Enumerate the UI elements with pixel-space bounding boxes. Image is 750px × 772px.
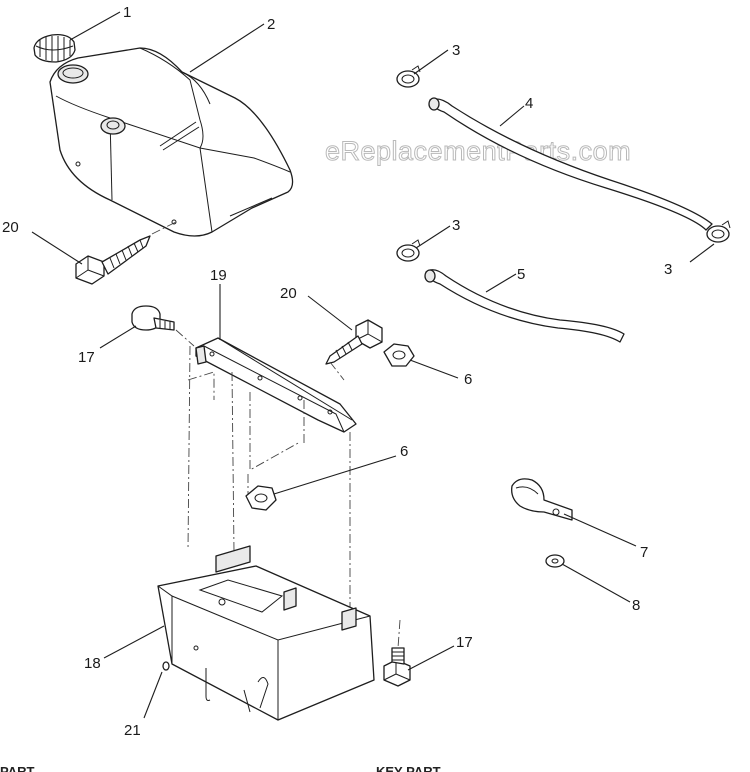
callout-labels: 1 2 3 4 20 3 3 5 19 20 17 6 6 7 8 17 18 … [2,4,672,739]
shoulder-bolt-upper [131,305,175,331]
leader-lines [31,11,715,719]
callout-17-upper: 17 [78,349,95,366]
hose-clamp-middle [396,239,421,262]
callout-20-middle: 20 [280,285,297,302]
footer-part-label: PART [0,764,34,772]
callout-2: 2 [267,16,275,33]
fuel-hose-short [424,269,625,343]
callout-21: 21 [124,722,141,739]
callout-6-upper: 6 [464,371,472,388]
flat-washer [545,554,565,568]
fuel-tank [49,47,294,237]
alignment-lines [175,329,401,649]
callout-3-upper: 3 [452,42,460,59]
hex-nut-upper [383,343,415,367]
callout-17-lower: 17 [456,634,473,651]
callout-6-lower: 6 [400,443,408,460]
callout-7: 7 [640,544,648,561]
footer-key-part-label: KEY PART [376,764,441,772]
fuel-hose-long [428,97,713,231]
hole-plug [162,661,170,671]
callout-5: 5 [517,266,525,283]
callout-18: 18 [84,655,101,672]
tank-support [157,545,375,721]
callout-20-upper: 20 [2,219,19,236]
callout-3-right: 3 [664,261,672,278]
mounting-bracket [195,337,357,433]
callout-3-middle: 3 [452,217,460,234]
shoulder-bolt-lower [383,647,411,687]
hex-bolt-middle [325,319,383,365]
hex-nut-lower [245,485,277,511]
hose-clamp-upper [396,65,421,88]
hose-clamp-right [706,220,731,243]
screw-alignment-line [151,221,177,235]
callout-1: 1 [123,4,131,21]
tapping-screw-upper [75,235,151,285]
watermark-text: eReplacementParts.com [325,136,631,166]
hose-clip [511,478,573,521]
fuel-cap [33,34,76,63]
callout-19: 19 [210,267,227,284]
callout-4: 4 [525,95,533,112]
callout-8: 8 [632,597,640,614]
